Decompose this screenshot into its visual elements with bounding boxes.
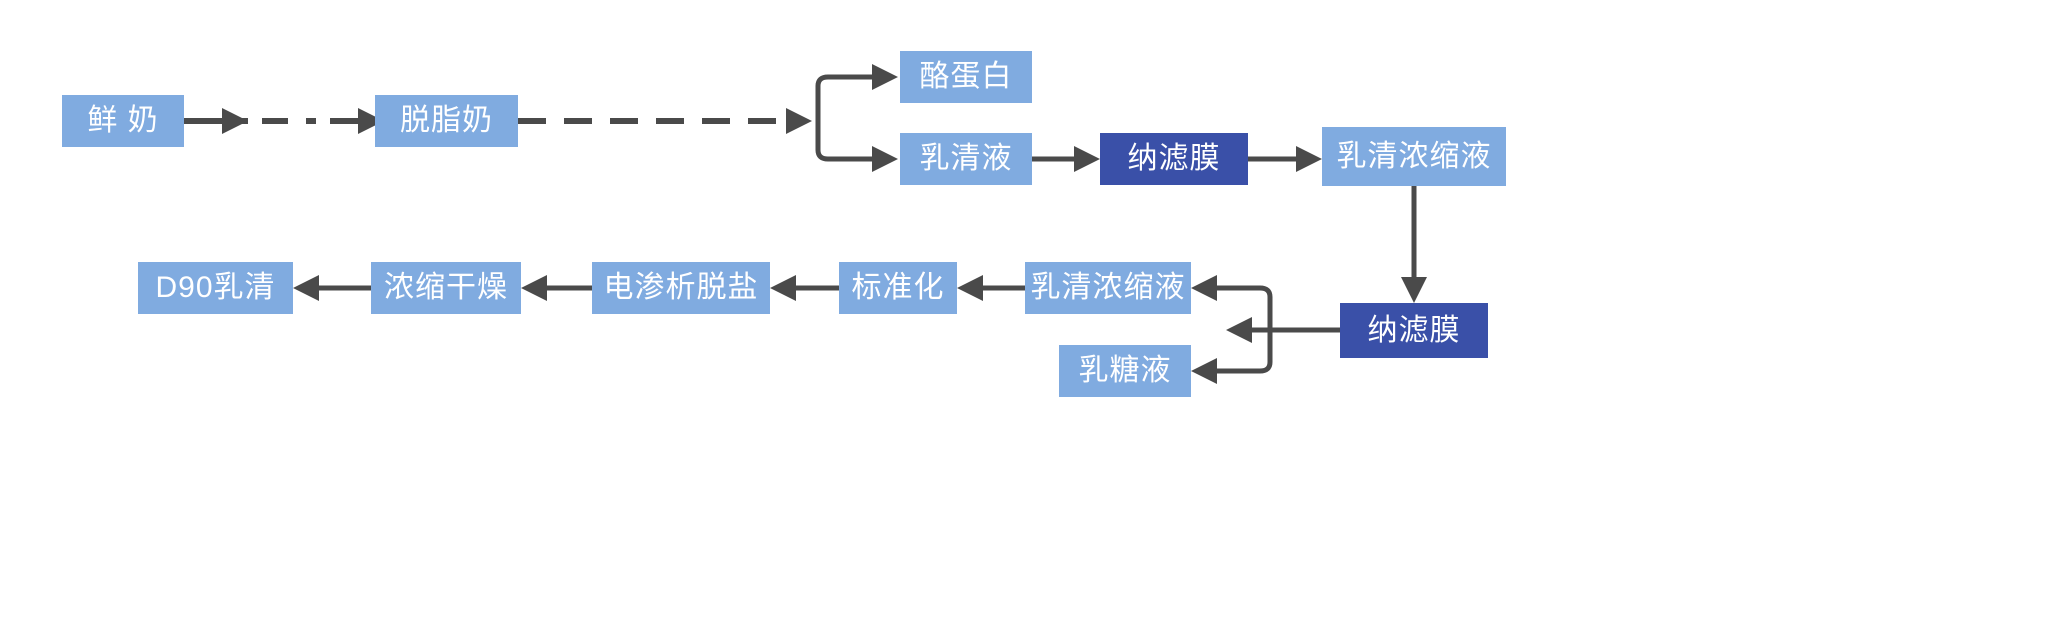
node-skim-milk[interactable]: 脱脂奶 [375, 95, 518, 147]
edge-skim-milk-to-split [518, 108, 812, 134]
node-nanofiltration-membrane-2[interactable]: 纳滤膜 [1340, 303, 1488, 358]
node-fresh-milk[interactable]: 鲜 奶 [62, 95, 184, 147]
node-whey-liquid[interactable]: 乳清液 [900, 133, 1032, 185]
edge-fresh-milk-to-skim-milk [184, 108, 384, 134]
node-lactose-liquid[interactable]: 乳糖液 [1059, 345, 1191, 397]
edge-whey-concentrate2-to-standardization [957, 275, 1025, 301]
node-whey-concentrate-1[interactable]: 乳清浓缩液 [1322, 127, 1506, 186]
node-whey-concentrate-2[interactable]: 乳清浓缩液 [1025, 262, 1191, 314]
edge-nf1-to-whey-concentrate [1248, 146, 1322, 172]
node-concentrate-drying[interactable]: 浓缩干燥 [371, 262, 521, 314]
edge-standardization-to-electrodialysis [770, 275, 839, 301]
edge-whey-concentrate-to-nf2 [1401, 186, 1427, 303]
node-casein[interactable]: 酪蛋白 [900, 51, 1032, 103]
node-electrodialysis-desalination[interactable]: 电渗析脱盐 [592, 262, 770, 314]
edge-nf2-to-split2 [1226, 317, 1340, 343]
edge-split2-to-outputs [1191, 275, 1273, 384]
edge-whey-to-nf1 [1032, 146, 1100, 172]
edge-concentrate-dry-to-d90-whey [293, 275, 371, 301]
node-nanofiltration-membrane-1[interactable]: 纳滤膜 [1100, 133, 1248, 185]
node-standardization[interactable]: 标准化 [839, 262, 957, 314]
edge-split-to-casein-and-whey [815, 64, 898, 172]
node-d90-whey[interactable]: D90乳清 [138, 262, 293, 314]
edge-electrodialysis-to-concentrate-dry [521, 275, 592, 301]
